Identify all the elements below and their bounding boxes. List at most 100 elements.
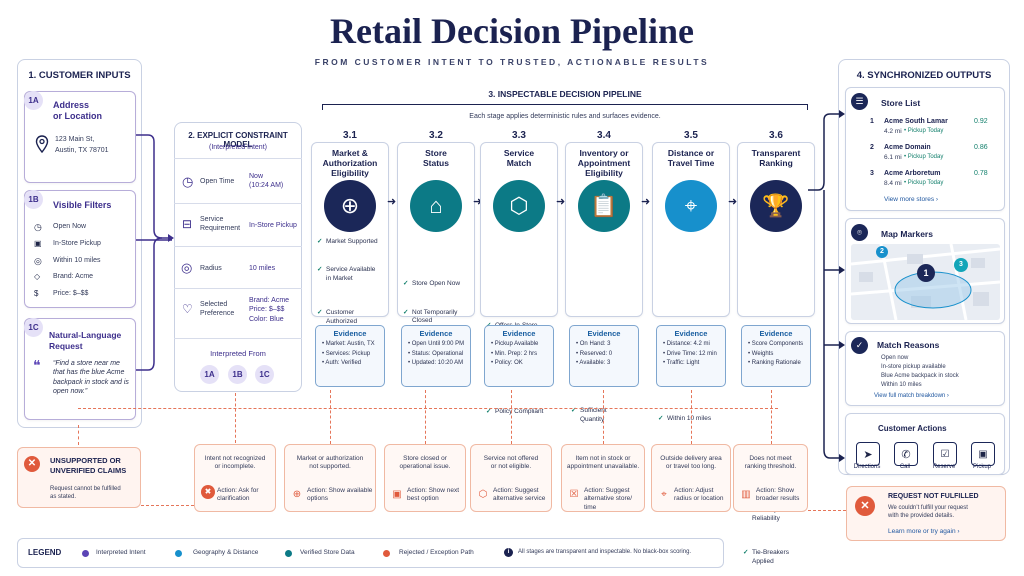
error-x-icon: ✕ [24,456,40,472]
rejection-message: Intent not recognized or incomplete. [204,455,266,471]
legend-dot-verified [285,550,292,557]
store-name: Acme Arboretum [884,170,941,177]
evidence-box[interactable]: Evidence• Score Components• Weights• Ran… [741,325,811,387]
evidence-box[interactable]: Evidence• On Hand: 3• Reserved: 0• Avail… [569,325,639,387]
constraint-label-preference: Selected Preference [200,301,235,318]
rejection-action: Action: Show broader results [756,487,800,503]
radius-icon: ◎ [34,256,42,266]
view-more-stores-link[interactable]: View more stores › [884,196,939,203]
rejection-message: Store closed or operational issue. [399,455,451,471]
rejection-dashed-line [603,390,604,444]
price-icon: $ [34,289,39,298]
evidence-line: • Available: 3 [576,360,611,367]
bar-chart-icon: ▥ [741,489,751,500]
pipeline-to-outputs-connector [808,110,845,462]
evidence-line: • Pickup Available [491,341,539,347]
evidence-box[interactable]: Evidence • Open Until 9:00 PM • Status: Op… [401,325,471,387]
stage-arrow-icon: ➜ [387,196,397,208]
stage-icon-circle: ⌖ [665,180,717,232]
rejection-action: Action: Show available options [307,487,373,503]
store-distance: 8.4 mi [884,180,902,187]
stage-number: 3.6 [769,130,783,141]
evidence-box[interactable]: Evidence• Market: Austin, TX• Services: … [315,325,385,387]
legend-bar: LEGEND Interpreted Intent Geography & Di… [17,538,724,568]
map-marker-2[interactable]: 2 [876,246,888,258]
evidence-line: • Reserved: 0 [576,350,613,357]
input-card-filters[interactable]: 1B Visible Filters ◷ Open Now ▣ In-Store… [24,190,136,308]
route-pin-icon: ⌖ [684,193,698,218]
evidence-title: Evidence [419,329,453,338]
constraint-label-radius: Radius [200,265,222,272]
evidence-line: • Policy: OK [491,360,523,367]
evidence-title: Evidence [674,329,708,338]
evidence-box[interactable]: Evidence• Distance: 4.2 mi• Drive Time: … [656,325,726,387]
learn-more-link[interactable]: Learn more or try again › [888,528,960,535]
customer-actions-card[interactable]: Customer Actions ➤ ✆ ☑ ▣ [845,413,1005,475]
rejection-box: Outside delivery area or travel too long… [651,444,731,512]
outputs-heading: 4. SYNCHRONIZED OUTPUTS [856,70,992,81]
input-card-nl-request[interactable]: 1C Natural-Language Request ❝ “Find a st… [24,318,136,420]
bag-icon: ▣ [34,239,42,248]
constraint-value-open-time: Now (10:24 AM) [249,173,284,190]
store-list-title: Store List [881,98,921,108]
chip-1b: 1B [228,365,247,384]
unsupported-title: UNSUPPORTED OR UNVERIFIED CLAIMS [50,456,127,475]
map-pin-icon: ⌾ [851,224,868,241]
lock-icon: ⊟ [182,217,193,231]
filter-brand: Brand: Acme [53,273,94,280]
map-markers-card[interactable]: ⌾ Map Markers 1 2 3 [845,218,1005,324]
stage-icon-circle: 📋 [578,180,630,232]
match-reasons-card[interactable]: ✓ Match Reasons Open now In-store pickup… [845,331,1005,406]
stage-check-item: Customer Authorized [317,309,387,326]
address-title: Address or Location [53,100,102,122]
evidence-line: • Open Until 9:00 PM [408,341,465,347]
reason-item: In-store pickup available [881,364,946,370]
evidence-line: • Min. Prep: 2 hrs [491,350,538,357]
constraint-divider [174,338,302,339]
stage-number: 3.2 [429,130,443,141]
navigation-arrow-icon: ➤ [863,448,873,461]
pickup-label: Pickup [972,464,991,470]
call-label: Call [899,464,911,470]
evidence-box[interactable]: Evidence• Pickup Available• Min. Prep: 2… [484,325,554,387]
store-name: Acme South Lamar [884,118,948,125]
box-icon: ⬡ [478,489,488,500]
input-card-address[interactable]: 1A Address or Location 123 Main St, Aust… [24,91,136,183]
shopping-bag-icon: ▣ [978,448,988,460]
store-pickup: • Pickup Today [904,180,944,186]
stage-arrow-icon: ➜ [556,196,566,208]
match-breakdown-link[interactable]: View full match breakdown › [874,393,949,399]
rejection-action: Action: Suggest alternative store/ time [584,487,633,511]
rejection-dashed-line [78,425,79,445]
phone-icon: ✆ [901,448,911,461]
info-icon: i [504,548,513,557]
reserve-button[interactable]: ☑ [933,442,957,466]
directions-button[interactable]: ➤ [856,442,880,466]
rejection-dashed-line [141,505,194,506]
rejection-box: Service not offered or not eligible.⬡Act… [470,444,552,512]
map-marker-1[interactable]: 1 [917,264,935,282]
constraint-divider [174,288,302,289]
legend-note: All stages are transparent and inspectab… [518,549,692,555]
evidence-line: • Status: Operational [408,350,464,357]
stage-check-item: Policy Compliant [486,408,556,417]
rejection-dashed-line [425,390,426,444]
trophy-icon: 🏆 [762,193,790,218]
inputs-to-constraint-connector [136,134,174,371]
evidence-line: • Auth: Verified [322,360,362,367]
evidence-line: • Drive Time: 12 min [663,350,717,357]
nl-request-quote: “Find a store near me that has the blue … [53,360,129,396]
badge-1b: 1B [24,190,43,209]
legend-title: LEGEND [28,548,62,557]
not-fulfilled-title: REQUEST NOT FULFILLED [888,493,979,500]
filters-title: Visible Filters [53,200,112,210]
filter-open-now: Open Now [53,223,87,230]
call-button[interactable]: ✆ [894,442,918,466]
map-marker-3[interactable]: 3 [954,258,968,272]
pickup-button[interactable]: ▣ [971,442,995,466]
map-view[interactable] [851,244,1000,320]
constraint-divider [174,203,302,204]
stage-arrow-icon: ➜ [473,196,483,208]
